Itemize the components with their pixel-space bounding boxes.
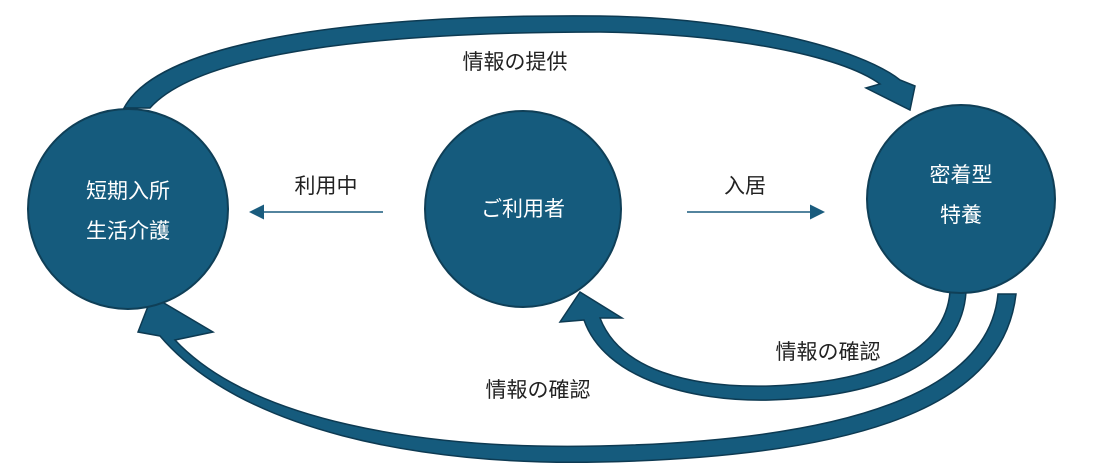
info-confirm-user-label: 情報の確認 xyxy=(776,340,881,364)
node-short-stay-line1: 短期入所 xyxy=(86,179,170,203)
info-confirm-short-curved-arrow xyxy=(136,293,1017,464)
in-use-label: 利用中 xyxy=(295,174,358,198)
info-confirm-user-curved-arrow xyxy=(558,290,967,401)
info-provide-curved-arrow xyxy=(122,15,916,112)
node-short-stay: 短期入所 生活介護 xyxy=(27,108,229,310)
node-short-stay-line2: 生活介護 xyxy=(86,219,170,243)
node-user: ご利用者 xyxy=(424,110,622,308)
info-confirm-short-label: 情報の確認 xyxy=(486,378,591,402)
node-special-home: 密着型 特養 xyxy=(866,104,1056,294)
move-in-label: 入居 xyxy=(724,174,766,198)
node-special-home-line2: 特養 xyxy=(940,203,982,227)
node-user-label: ご利用者 xyxy=(481,197,565,221)
info-provide-label: 情報の提供 xyxy=(463,50,568,74)
node-special-home-line1: 密着型 xyxy=(930,163,993,187)
